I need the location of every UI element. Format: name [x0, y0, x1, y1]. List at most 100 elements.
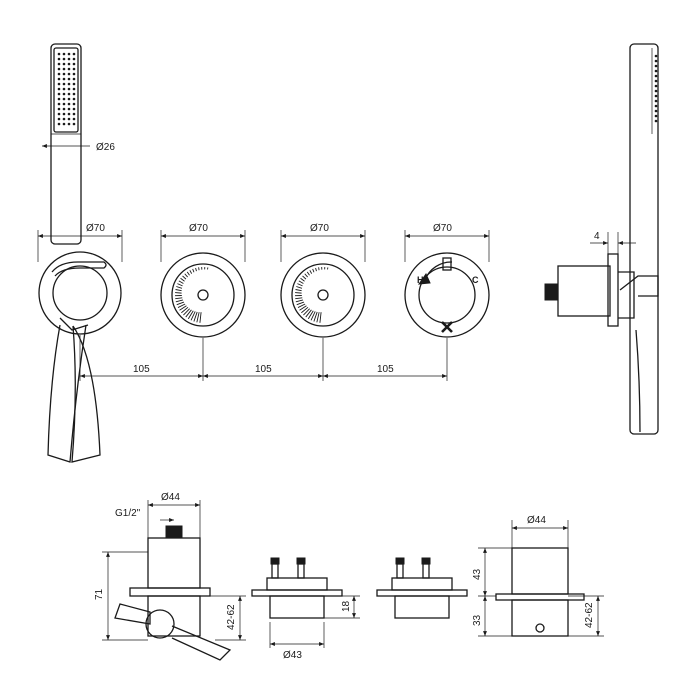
scale-tick: [309, 270, 313, 274]
scale-tick: [175, 292, 182, 294]
handshower-head: [53, 47, 79, 133]
nozzle-dot: [67, 67, 71, 71]
nozzle-dot: [62, 107, 66, 111]
thermostat-front-view: H C Ø70: [404, 223, 490, 338]
scale-tick: [179, 305, 187, 311]
scale-tick: [319, 312, 322, 323]
scale-tick: [295, 292, 302, 294]
valve-2-top: [391, 577, 453, 591]
dim-valve-height: 18: [341, 600, 352, 612]
scale-tick: [299, 305, 307, 311]
thermo-lower: [511, 599, 569, 637]
thermostat-rosette: [404, 252, 490, 338]
dim-mixer-1-diameter: Ø70: [189, 223, 208, 234]
hose-connector: [145, 609, 175, 639]
scale-tick: [184, 273, 188, 278]
outlet-rosette: [38, 251, 122, 335]
nozzle-dot: [62, 77, 66, 81]
nozzle-dot: [57, 77, 61, 81]
cold-label: C: [472, 275, 479, 285]
mixer-1-scale: [174, 267, 209, 323]
nozzle-dot: [62, 92, 66, 96]
nozzle-dot: [67, 57, 71, 61]
scale-tick: [192, 268, 195, 273]
body-plate: [129, 587, 211, 597]
side-plate: [607, 253, 619, 327]
nozzle-dot: [62, 97, 66, 101]
scale-tick: [199, 312, 202, 323]
dim-outlet-diameter: Ø70: [86, 223, 105, 234]
nozzle-dot: [67, 97, 71, 101]
nozzle-dot: [67, 107, 71, 111]
nozzle-dot: [72, 107, 76, 111]
valve-body-1: Ø43 18: [251, 557, 360, 661]
nozzle-dot: [67, 82, 71, 86]
handshower-handle: [50, 43, 82, 245]
hose-stub-left: [114, 603, 151, 625]
side-nozzle-dot: [654, 119, 658, 123]
nozzle-dot: [67, 122, 71, 126]
nozzle-dot: [62, 52, 66, 56]
side-nozzle-dot: [654, 114, 658, 118]
scale-tick: [185, 309, 192, 318]
scale-tick: [295, 297, 303, 300]
scale-tick: [305, 309, 312, 318]
nozzle-dot: [67, 112, 71, 116]
scale-tick: [301, 306, 309, 314]
arc-arrow-icon: [417, 272, 431, 285]
scale-tick: [180, 277, 185, 282]
scale-tick: [175, 289, 182, 292]
dim-thermostat-diameter: Ø70: [433, 223, 452, 234]
nozzle-dot: [72, 52, 76, 56]
body-upper: [147, 537, 201, 589]
nozzle-dot: [57, 102, 61, 106]
thermo-spindle: [535, 623, 545, 633]
outlet-knob: [52, 265, 108, 321]
scale-tick: [297, 283, 303, 287]
nozzle-dot: [72, 87, 76, 91]
nozzle-dot: [62, 82, 66, 86]
dim-spacing-2: 105: [255, 364, 272, 375]
nozzle-dot: [72, 122, 76, 126]
diverter-cross-icon: [441, 321, 453, 333]
nozzle-dot: [72, 67, 76, 71]
scale-tick: [312, 268, 315, 273]
nozzle-dot: [57, 107, 61, 111]
scale-tick: [298, 280, 304, 284]
mixer-2-knob: [291, 263, 355, 327]
valve-1-bottom: [269, 595, 325, 619]
scale-tick: [316, 312, 320, 323]
side-body: [557, 265, 611, 317]
side-nozzle-dot: [654, 109, 658, 113]
side-nozzle-dot: [654, 94, 658, 98]
scale-tick: [306, 271, 310, 276]
nozzle-dot: [62, 87, 66, 91]
nozzle-dot: [67, 62, 71, 66]
outlet-body-section: Ø44 G1/2" 71 42-62: [94, 492, 246, 661]
scale-tick: [196, 312, 200, 323]
nozzle-dot: [62, 57, 66, 61]
hose-bend: [51, 261, 107, 277]
nozzle-dot: [72, 77, 76, 81]
nozzle-dot: [67, 92, 71, 96]
side-nozzle-dot: [654, 89, 658, 93]
nozzle-dot: [67, 87, 71, 91]
nozzle-dot: [57, 57, 61, 61]
nozzle-dot: [62, 62, 66, 66]
nozzle-dot: [57, 72, 61, 76]
handshower-side-view: 4: [544, 43, 659, 435]
scale-tick: [186, 271, 190, 276]
scale-tick: [195, 267, 197, 272]
dim-body-diameter-a: Ø44: [161, 492, 180, 503]
nozzle-dot: [67, 102, 71, 106]
nozzle-dot: [72, 117, 76, 121]
nozzle-dot: [72, 57, 76, 61]
mixer-1-center: [197, 289, 209, 301]
hose-stub-right: [171, 625, 232, 661]
nozzle-dot: [62, 122, 66, 126]
side-nozzles: [654, 54, 658, 123]
side-nozzle-dot: [654, 69, 658, 73]
scale-tick: [182, 275, 187, 280]
thread-connector: [165, 525, 183, 539]
nozzle-dot: [62, 112, 66, 116]
